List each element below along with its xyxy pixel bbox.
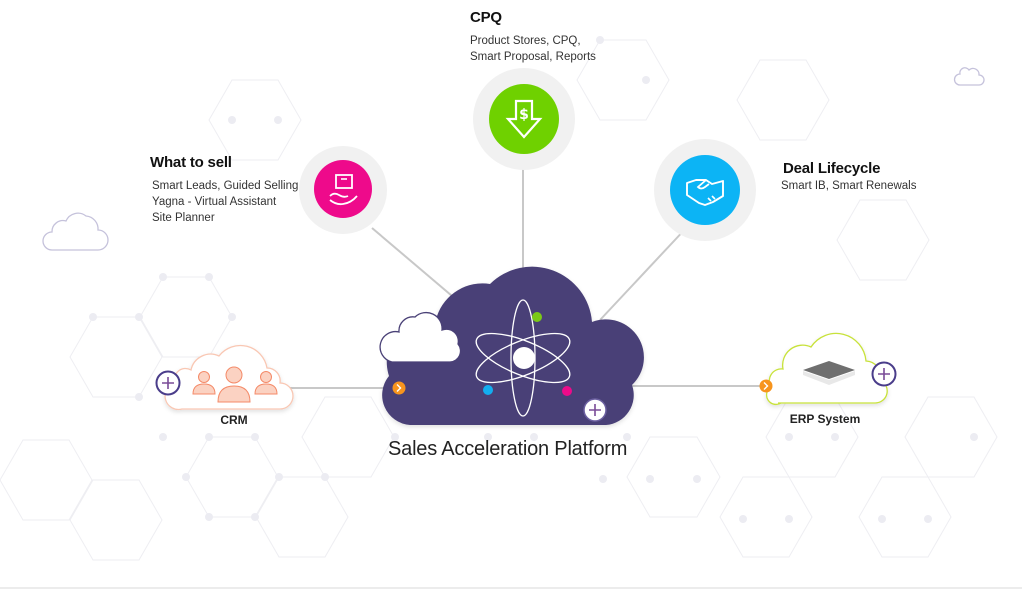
- description-line: Yagna - Virtual Assistant: [152, 196, 277, 208]
- what-to-sell-description: Smart Leads, Guided Selling Yagna - Virt…: [152, 178, 298, 226]
- bottom-divider: [0, 587, 1022, 589]
- connector-deal-lifecycle: [599, 225, 689, 321]
- small-white-cloud: [379, 311, 462, 363]
- handshake-icon: [686, 179, 724, 206]
- cpq-node[interactable]: $: [489, 84, 559, 154]
- platform-cloud: [382, 266, 644, 425]
- add-crm-plus-button[interactable]: [155, 370, 181, 396]
- layers-icon: [803, 361, 855, 379]
- description-line: Product Stores, CPQ,: [470, 35, 581, 47]
- what-to-sell-title: What to sell: [150, 154, 232, 171]
- cpq-title: CPQ: [470, 9, 502, 26]
- connector-lines: [290, 165, 766, 389]
- description-line: Smart Proposal, Reports: [470, 51, 596, 63]
- atom-electron-pink: [562, 386, 572, 396]
- atom-electron-blue: [483, 385, 493, 395]
- box-on-hand-icon: [329, 174, 358, 206]
- add-platform-plus-button[interactable]: [582, 397, 608, 423]
- erp-label: ERP System: [789, 412, 861, 426]
- connector-what-to-sell: [371, 227, 466, 308]
- description-line: Site Planner: [152, 212, 215, 224]
- atom-electron-green: [532, 312, 542, 322]
- chevron-right-icon: [392, 381, 406, 395]
- deal-lifecycle-node[interactable]: [670, 155, 740, 225]
- decorative-cloud-icon: [42, 212, 109, 251]
- crm-label: CRM: [220, 413, 248, 427]
- decorative-cloud-icon: [953, 67, 985, 86]
- add-erp-plus-button[interactable]: [871, 361, 897, 387]
- hex-grid-nodes: [89, 36, 978, 523]
- dollar-down-arrow-icon: $: [505, 99, 543, 139]
- deal-lifecycle-description: Smart IB, Smart Renewals: [781, 178, 916, 194]
- description-line: Smart Leads, Guided Selling: [152, 180, 299, 192]
- what-to-sell-node[interactable]: [314, 160, 372, 218]
- deal-lifecycle-title: Deal Lifecycle: [783, 160, 881, 177]
- description-line: Smart IB, Smart Renewals: [781, 180, 917, 192]
- chevron-right-icon: [759, 379, 773, 393]
- people-icon: [192, 366, 278, 403]
- svg-text:$: $: [519, 107, 529, 123]
- cpq-description: Product Stores, CPQ, Smart Proposal, Rep…: [470, 33, 596, 65]
- platform-label: Sales Acceleration Platform: [388, 438, 628, 460]
- atom-nucleus: [513, 347, 535, 369]
